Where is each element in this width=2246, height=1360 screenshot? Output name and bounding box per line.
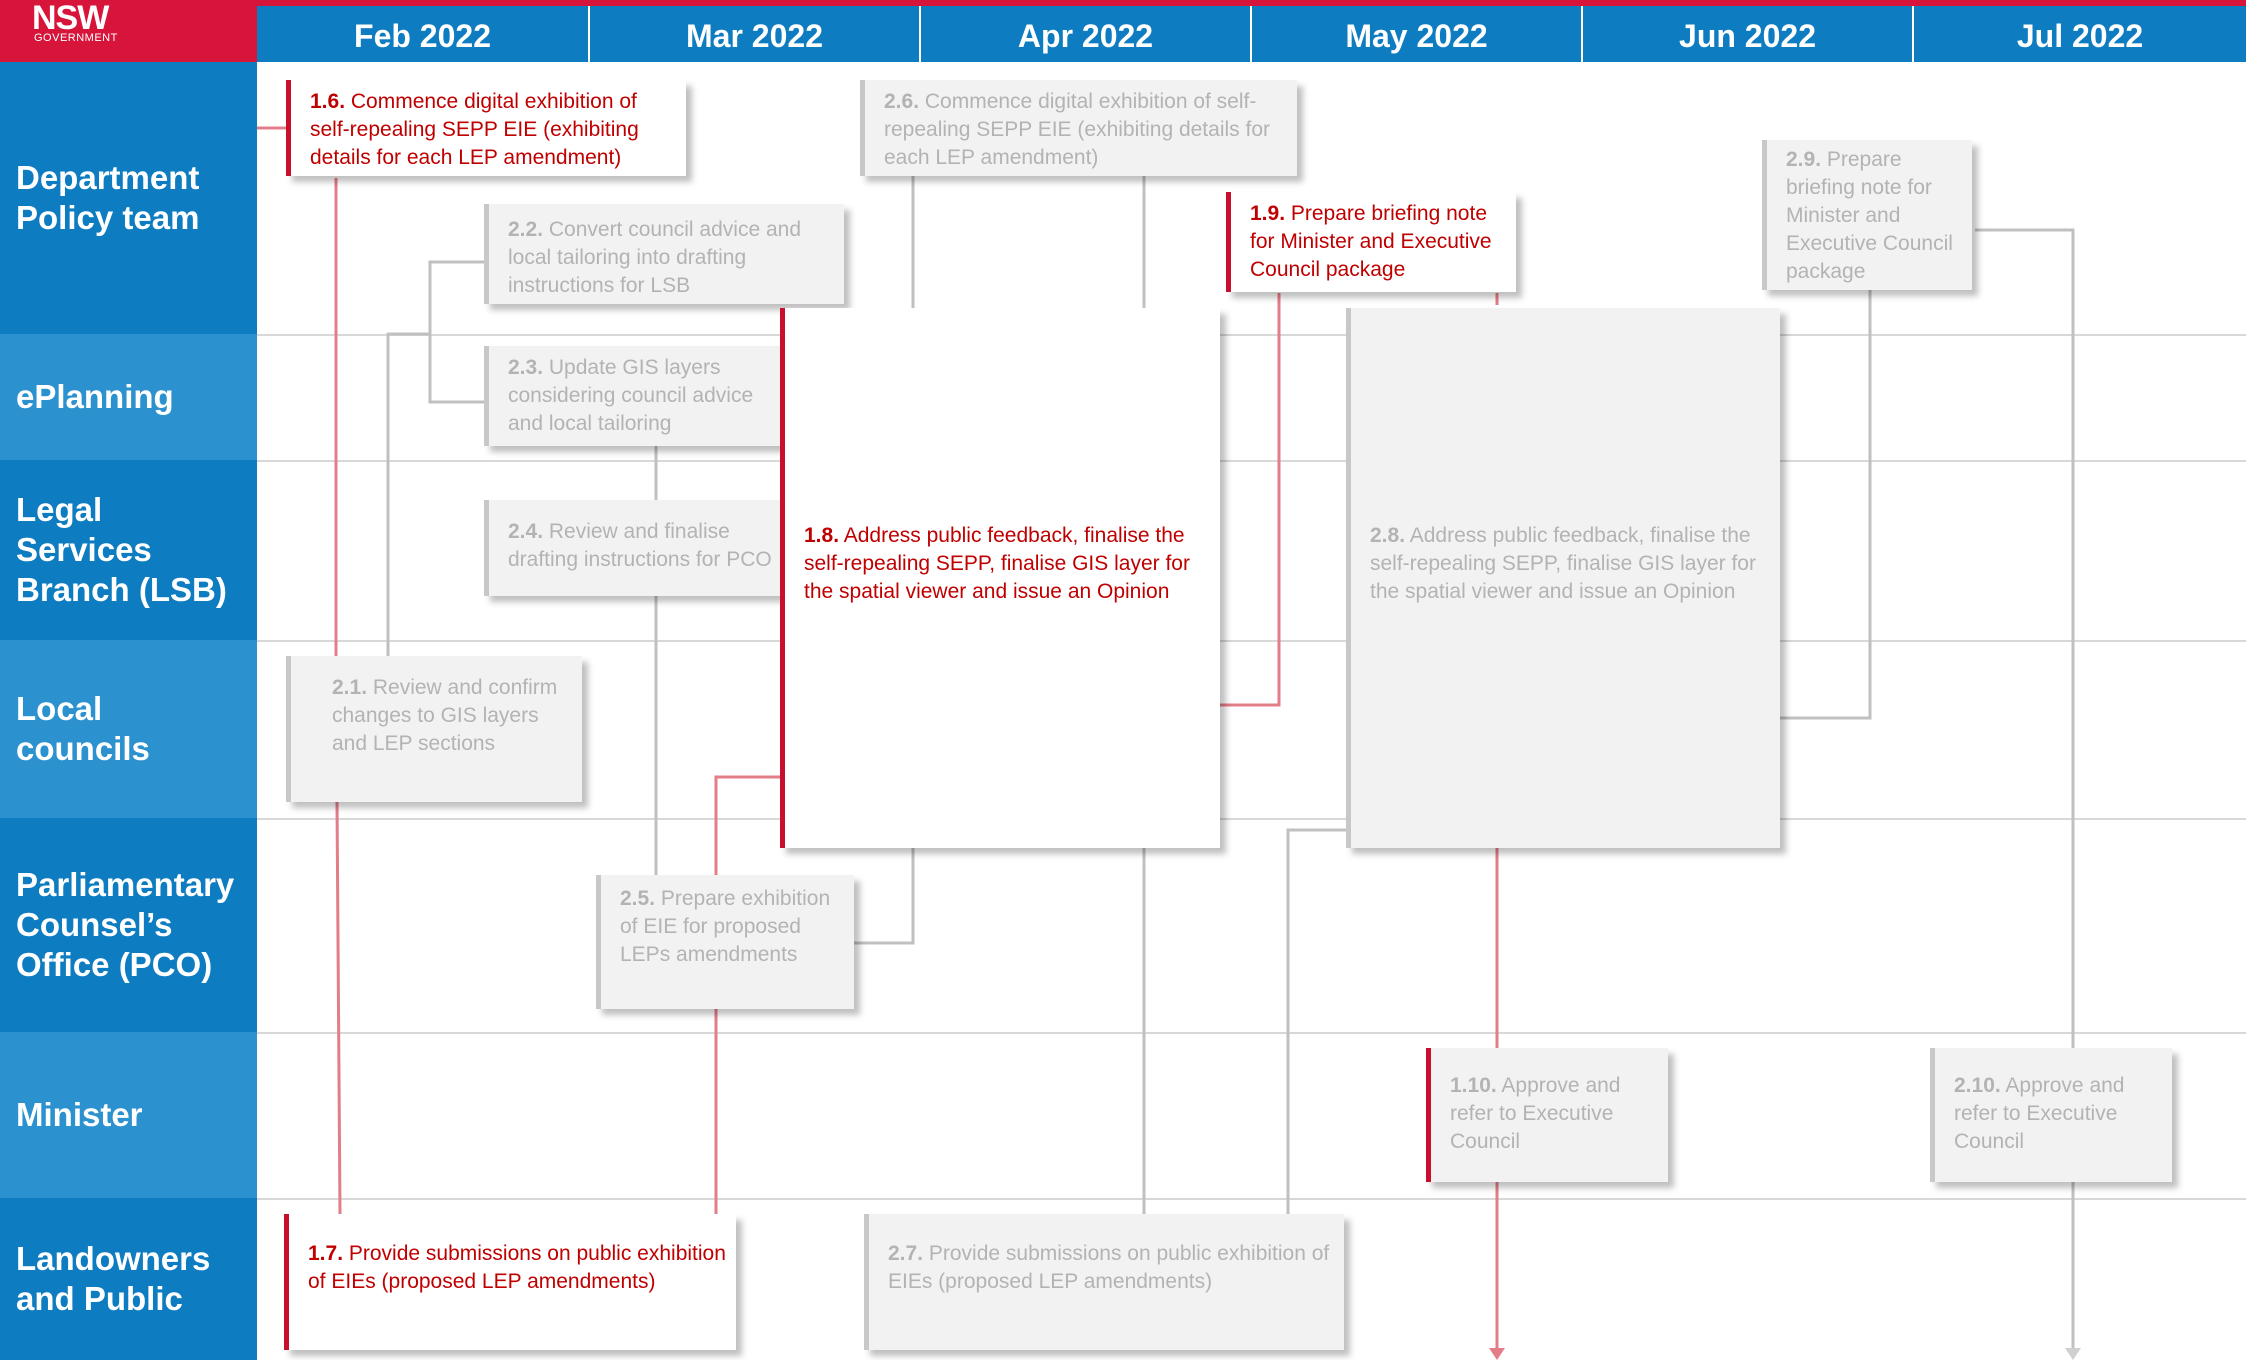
task-text: Prepare briefing note for Minister and E… [1786, 148, 1953, 283]
connector-line [1286, 828, 1346, 1216]
task-number: 1.8. [804, 524, 840, 547]
task-status-bar [286, 80, 291, 176]
task-2-4[interactable]: 2.4. Review and finalise drafting instru… [484, 500, 784, 596]
lane-label-department-policy-team: Department Policy team [0, 62, 257, 334]
connector-line [1780, 290, 1872, 720]
task-status-bar [1762, 140, 1767, 290]
task-status-bar [1226, 192, 1231, 292]
month-header: May 2022 [1250, 6, 1581, 62]
task-status-bar [1346, 308, 1351, 848]
task-text: Convert council advice and local tailori… [508, 218, 802, 297]
task-number: 1.7. [308, 1242, 344, 1265]
lane-separator [257, 460, 2246, 462]
lane-separator [257, 334, 2246, 336]
task-number: 1.6. [310, 90, 346, 113]
lane-label-parliamentary-counsels-office: Parliamentary Counsel’s Office (PCO) [0, 818, 257, 1032]
task-2-2[interactable]: 2.2. Convert council advice and local ta… [484, 204, 844, 304]
task-text: Commence digital exhibition of self-repe… [884, 90, 1270, 169]
task-status-bar [860, 80, 865, 176]
task-number: 2.5. [620, 887, 656, 910]
connector-line [1220, 293, 1281, 707]
arrow-head-icon [2065, 1348, 2081, 1360]
lane-label-landowners-and-public: Landowners and Public [0, 1198, 257, 1360]
task-number: 2.1. [332, 676, 368, 699]
month-header: Feb 2022 [354, 18, 491, 54]
month-header: Mar 2022 [588, 6, 919, 62]
task-text: Update GIS layers considering council ad… [508, 356, 754, 435]
task-text: Prepare exhibition of EIE for proposed L… [620, 887, 831, 966]
connector-line [386, 332, 430, 658]
task-text: Review and confirm changes to GIS layers… [332, 676, 558, 755]
task-number: 1.10. [1450, 1074, 1497, 1097]
lane-separator [257, 640, 2246, 642]
task-2-6[interactable]: 2.6. Commence digital exhibition of self… [860, 80, 1297, 176]
task-2-5[interactable]: 2.5. Prepare exhibition of EIE for propo… [596, 875, 854, 1009]
month-header: Jun 2022 [1581, 6, 1912, 62]
task-status-bar [864, 1214, 869, 1350]
task-status-bar [484, 500, 489, 596]
task-status-bar [1930, 1048, 1935, 1182]
logo-subtext: GOVERNMENT [34, 32, 118, 44]
task-number: 2.10. [1954, 1074, 2001, 1097]
task-status-bar [284, 1214, 289, 1350]
task-number: 1.9. [1250, 202, 1286, 225]
task-status-bar [286, 656, 291, 802]
task-text: Approve and refer to Executive Council [1450, 1074, 1621, 1153]
task-number: 2.4. [508, 520, 544, 543]
arrow-head-icon [1489, 1348, 1505, 1360]
task-2-8[interactable]: 2.8. Address public feedback, finalise t… [1346, 308, 1780, 848]
task-text: Provide submissions on public exhibition… [308, 1242, 726, 1293]
task-number: 2.6. [884, 90, 920, 113]
lane-label-minister: Minister [0, 1032, 257, 1198]
task-status-bar [484, 204, 489, 304]
task-2-1[interactable]: 2.1. Review and confirm changes to GIS l… [286, 656, 582, 802]
task-1-8[interactable]: 1.8. Address public feedback, finalise t… [780, 308, 1220, 848]
task-number: 2.3. [508, 356, 544, 379]
task-1-6[interactable]: 1.6. Commence digital exhibition of self… [286, 80, 686, 176]
connector-line [714, 775, 780, 1214]
task-number: 2.7. [888, 1242, 924, 1265]
task-status-bar [484, 346, 489, 446]
nsw-government-logo: NSW GOVERNMENT [0, 0, 257, 62]
task-1-10[interactable]: 1.10. Approve and refer to Executive Cou… [1426, 1048, 1668, 1182]
task-status-bar [596, 875, 601, 1009]
lane-label-legal-services-branch: Legal Services Branch (LSB) [0, 460, 257, 640]
connector-line [1975, 228, 2075, 1350]
task-2-10[interactable]: 2.10. Approve and refer to Executive Cou… [1930, 1048, 2172, 1182]
logo-text: NSW [32, 0, 109, 37]
month-header: Apr 2022 [919, 6, 1250, 62]
task-number: 2.8. [1370, 524, 1406, 547]
task-number: 2.9. [1786, 148, 1822, 171]
task-status-bar [1426, 1048, 1431, 1182]
task-text: Provide submissions on public exhibition… [888, 1242, 1330, 1293]
task-2-9[interactable]: 2.9. Prepare briefing note for Minister … [1762, 140, 1972, 290]
connector-line [428, 260, 484, 404]
task-text: Review and finalise drafting instruction… [508, 520, 772, 571]
lane-separator [257, 1032, 2246, 1034]
lane-separator [257, 818, 2246, 820]
task-2-3[interactable]: 2.3. Update GIS layers considering counc… [484, 346, 784, 446]
lane-separator [257, 1198, 2246, 1200]
task-text: Address public feedback, finalise the se… [1370, 524, 1756, 603]
lane-label-eplanning: ePlanning [0, 334, 257, 460]
task-text: Prepare briefing note for Minister and E… [1250, 202, 1492, 281]
connector-line [335, 801, 342, 1215]
top-accent-bar [0, 0, 2246, 6]
lane-label-local-councils: Local councils [0, 640, 257, 818]
task-text: Approve and refer to Executive Council [1954, 1074, 2125, 1153]
month-header: Jul 2022 [1912, 6, 2246, 62]
task-status-bar [780, 308, 785, 848]
task-number: 2.2. [508, 218, 544, 241]
task-text: Commence digital exhibition of self-repe… [310, 90, 639, 169]
task-2-7[interactable]: 2.7. Provide submissions on public exhib… [864, 1214, 1344, 1350]
task-text: Address public feedback, finalise the se… [804, 524, 1190, 603]
task-1-9[interactable]: 1.9. Prepare briefing note for Minister … [1226, 192, 1516, 292]
task-1-7[interactable]: 1.7. Provide submissions on public exhib… [284, 1214, 736, 1350]
